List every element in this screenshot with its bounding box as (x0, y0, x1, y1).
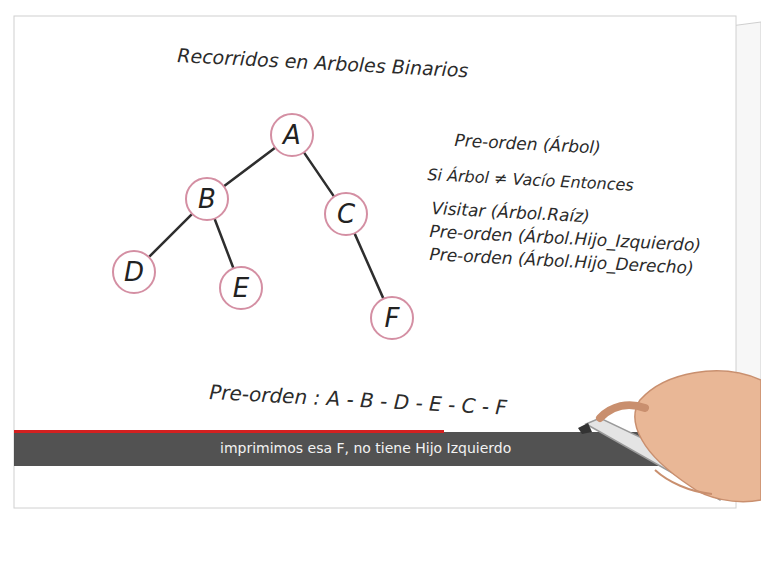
progress-line (14, 430, 444, 433)
node-letter: F (385, 305, 400, 331)
traversal-result: Pre-orden : A - B - D - E - C - F (209, 380, 508, 420)
slide-card (14, 16, 736, 508)
node-letter: E (233, 275, 249, 301)
node-letter: B (198, 186, 216, 212)
tree-node-circle: A (270, 113, 314, 157)
tree-edge (304, 153, 333, 196)
tree-edge (355, 234, 383, 298)
tree-edge (215, 220, 233, 268)
video-subtitle: imprimimos esa F, no tiene Hijo Izquierd… (220, 440, 511, 456)
node-letter: C (337, 201, 355, 227)
hand-with-marker (578, 371, 761, 502)
tree-node-circle: E (219, 266, 263, 310)
tree-edge (225, 148, 275, 186)
node-letter: A (283, 122, 301, 148)
tree-node-circle: B (185, 177, 229, 221)
pseudocode-line: Pre-orden (Árbol) (454, 130, 601, 158)
pseudocode-line: Si Árbol ≠ Vacío Entonces (427, 165, 634, 195)
tree-node-circle: F (370, 296, 414, 340)
tree-node-circle: D (112, 250, 156, 294)
node-letter: D (124, 259, 144, 285)
tree-edge (150, 215, 192, 257)
tree-node-circle: C (324, 192, 368, 236)
slide-title: Recorridos en Arboles Binarios (177, 44, 469, 81)
